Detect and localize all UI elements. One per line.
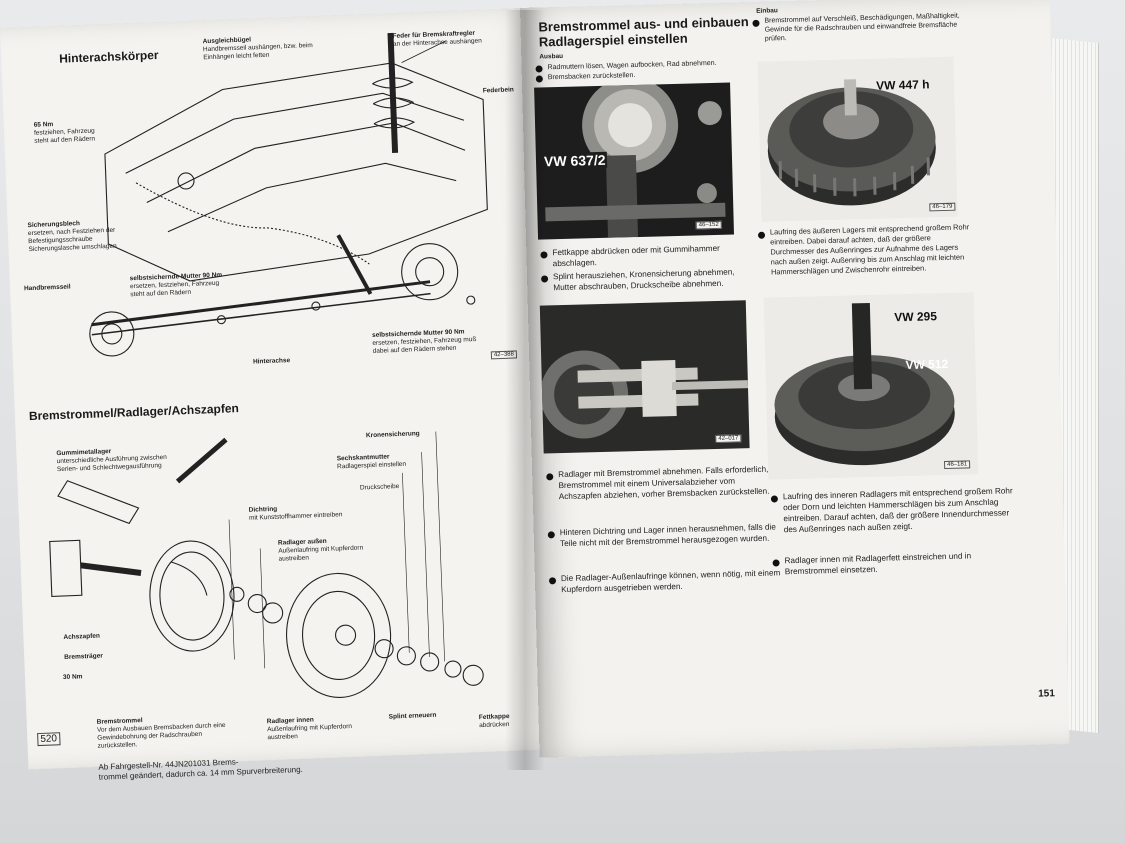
photo-drum-vw447h: VW 447 h 46–179 xyxy=(757,56,958,222)
label-hinterachse: Hinterachse xyxy=(252,357,291,366)
left-page: Hinterachskörper xyxy=(0,7,561,782)
label-einbau: Einbau xyxy=(756,7,778,15)
tool-label-vw295: VW 295 xyxy=(894,309,938,325)
label-achszapfen: Achszapfen xyxy=(63,632,101,642)
bullet xyxy=(757,231,766,239)
book-spine-shadow xyxy=(505,10,545,770)
step-einbau-pruefen: Bremstrommel auf Verschleiß, Beschädigun… xyxy=(764,12,960,43)
label-druckscheibe: Druckscheibe xyxy=(359,483,400,492)
figure-number: 46–179 xyxy=(929,202,956,212)
bullet xyxy=(546,473,554,481)
bullet xyxy=(752,19,760,27)
step-radlager-abnehmen: Radlager mit Bremstrommel abnehmen. Fall… xyxy=(558,464,770,502)
photo-drum-vw295-vw512: VW 295 VW 512 46–181 xyxy=(763,292,979,480)
step-laufring-aussen: Laufring des äußeren Lagers mit entsprec… xyxy=(769,222,970,277)
label-bremstraeger: Bremsträger xyxy=(64,652,103,661)
label-radlager-innen-note: Außenlaufring mit Kupferdorn austreiben xyxy=(267,723,353,742)
figure-number: 46–152 xyxy=(695,220,722,230)
photo-universal-puller: 42–017 xyxy=(539,300,750,454)
step-radlagerfett: Radlager innen mit Radlagerfett einstrei… xyxy=(784,551,972,577)
tool-label-vw637: VW 637/2 xyxy=(541,151,608,170)
step-splint: Splint herausziehen, Kronensicherung abn… xyxy=(552,267,735,293)
page-number-right: 151 xyxy=(1037,688,1055,700)
label-bremstrommel-note: Vor dem Ausbauen Bremsbacken durch eine … xyxy=(96,721,226,750)
figure-number: 42–017 xyxy=(715,434,742,444)
figure-number: 46–181 xyxy=(944,460,971,470)
tool-label-vw447h: VW 447 h xyxy=(875,77,930,93)
label-30nm: 30 Nm xyxy=(62,673,83,682)
bullet xyxy=(772,559,780,567)
label-sicherungsblech-note: ersetzen, nach Festziehen der Befestigun… xyxy=(27,226,117,254)
right-page: Bremstrommel aus- und einbauen Radlagers… xyxy=(520,0,1070,758)
bullet xyxy=(770,495,779,503)
step-laufring-innen: Laufring des inneren Radlagers mit entsp… xyxy=(782,486,1013,535)
tool-label-vw512: VW 512 xyxy=(905,356,949,373)
bullet xyxy=(548,577,557,585)
page-number-left: 520 xyxy=(37,732,61,747)
step-bremsbacken: Bremsbacken zurückstellen. xyxy=(547,72,636,82)
step-dichtring: Hinteren Dichtring und Lager innen herau… xyxy=(559,522,776,549)
label-65nm-note: festziehen, Fahrzeug steht auf den Räder… xyxy=(33,127,96,145)
rear-axle-illustration xyxy=(89,32,488,357)
brake-drum-exploded-illustration xyxy=(49,431,484,698)
label-splint: Splint erneuern xyxy=(388,711,437,721)
heading-radlagerspiel: Radlagerspiel einstellen xyxy=(538,30,688,50)
step-aussenlaufringe: Die Radlager-Außenlaufringe können, wenn… xyxy=(560,568,781,595)
step-fettkappe: Fettkappe abdrücken oder mit Gummihammer… xyxy=(552,243,720,269)
photo-fettkappe-tool: VW 637/2 46–152 xyxy=(534,82,735,240)
label-handbremsseil: Handbremsseil xyxy=(23,283,71,293)
bullet xyxy=(547,531,555,539)
